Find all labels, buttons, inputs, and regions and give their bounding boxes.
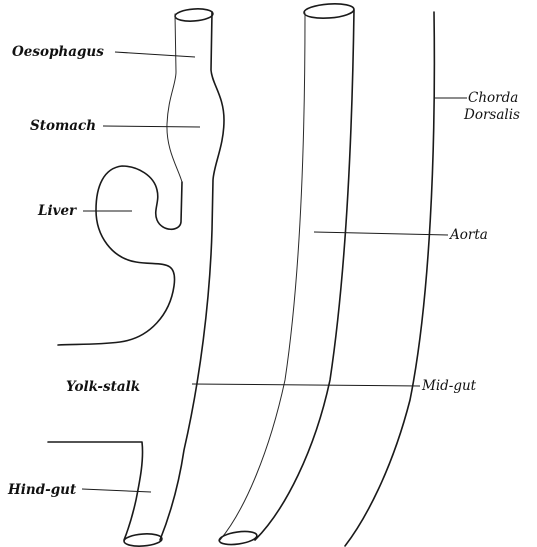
gut-left-wall — [167, 14, 182, 182]
label-hind-gut: Hind-gut — [7, 482, 77, 498]
stomach-leader — [103, 126, 200, 127]
label-stomach: Stomach — [30, 118, 96, 134]
aorta-leader — [314, 232, 448, 235]
leader-lines — [82, 52, 467, 492]
label-oesophagus: Oesophagus — [12, 44, 104, 60]
oesophagus-opening — [175, 8, 214, 23]
label-chorda: Chorda — [468, 90, 518, 106]
label-aorta: Aorta — [448, 227, 488, 243]
label-yolk-stalk: Yolk-stalk — [66, 379, 140, 395]
chorda-dorsalis-line — [345, 12, 434, 546]
liver-outline — [58, 166, 182, 345]
gut-right-wall — [160, 12, 224, 540]
label-dorsalis: Dorsalis — [463, 107, 520, 123]
yolk-stalk-leader — [192, 384, 420, 386]
labels: Oesophagus Stomach Liver Yolk-stalk Hind… — [7, 44, 520, 498]
hind-gut-leader — [82, 489, 151, 492]
label-liver: Liver — [37, 203, 77, 219]
aorta-bottom-opening — [218, 529, 257, 546]
gut-bottom-opening — [124, 533, 163, 547]
label-mid-gut: Mid-gut — [421, 378, 477, 394]
aorta-tube — [218, 2, 354, 546]
aorta-top-opening — [304, 2, 355, 19]
oesophagus-leader — [115, 52, 195, 57]
aorta-left-wall — [220, 13, 305, 540]
